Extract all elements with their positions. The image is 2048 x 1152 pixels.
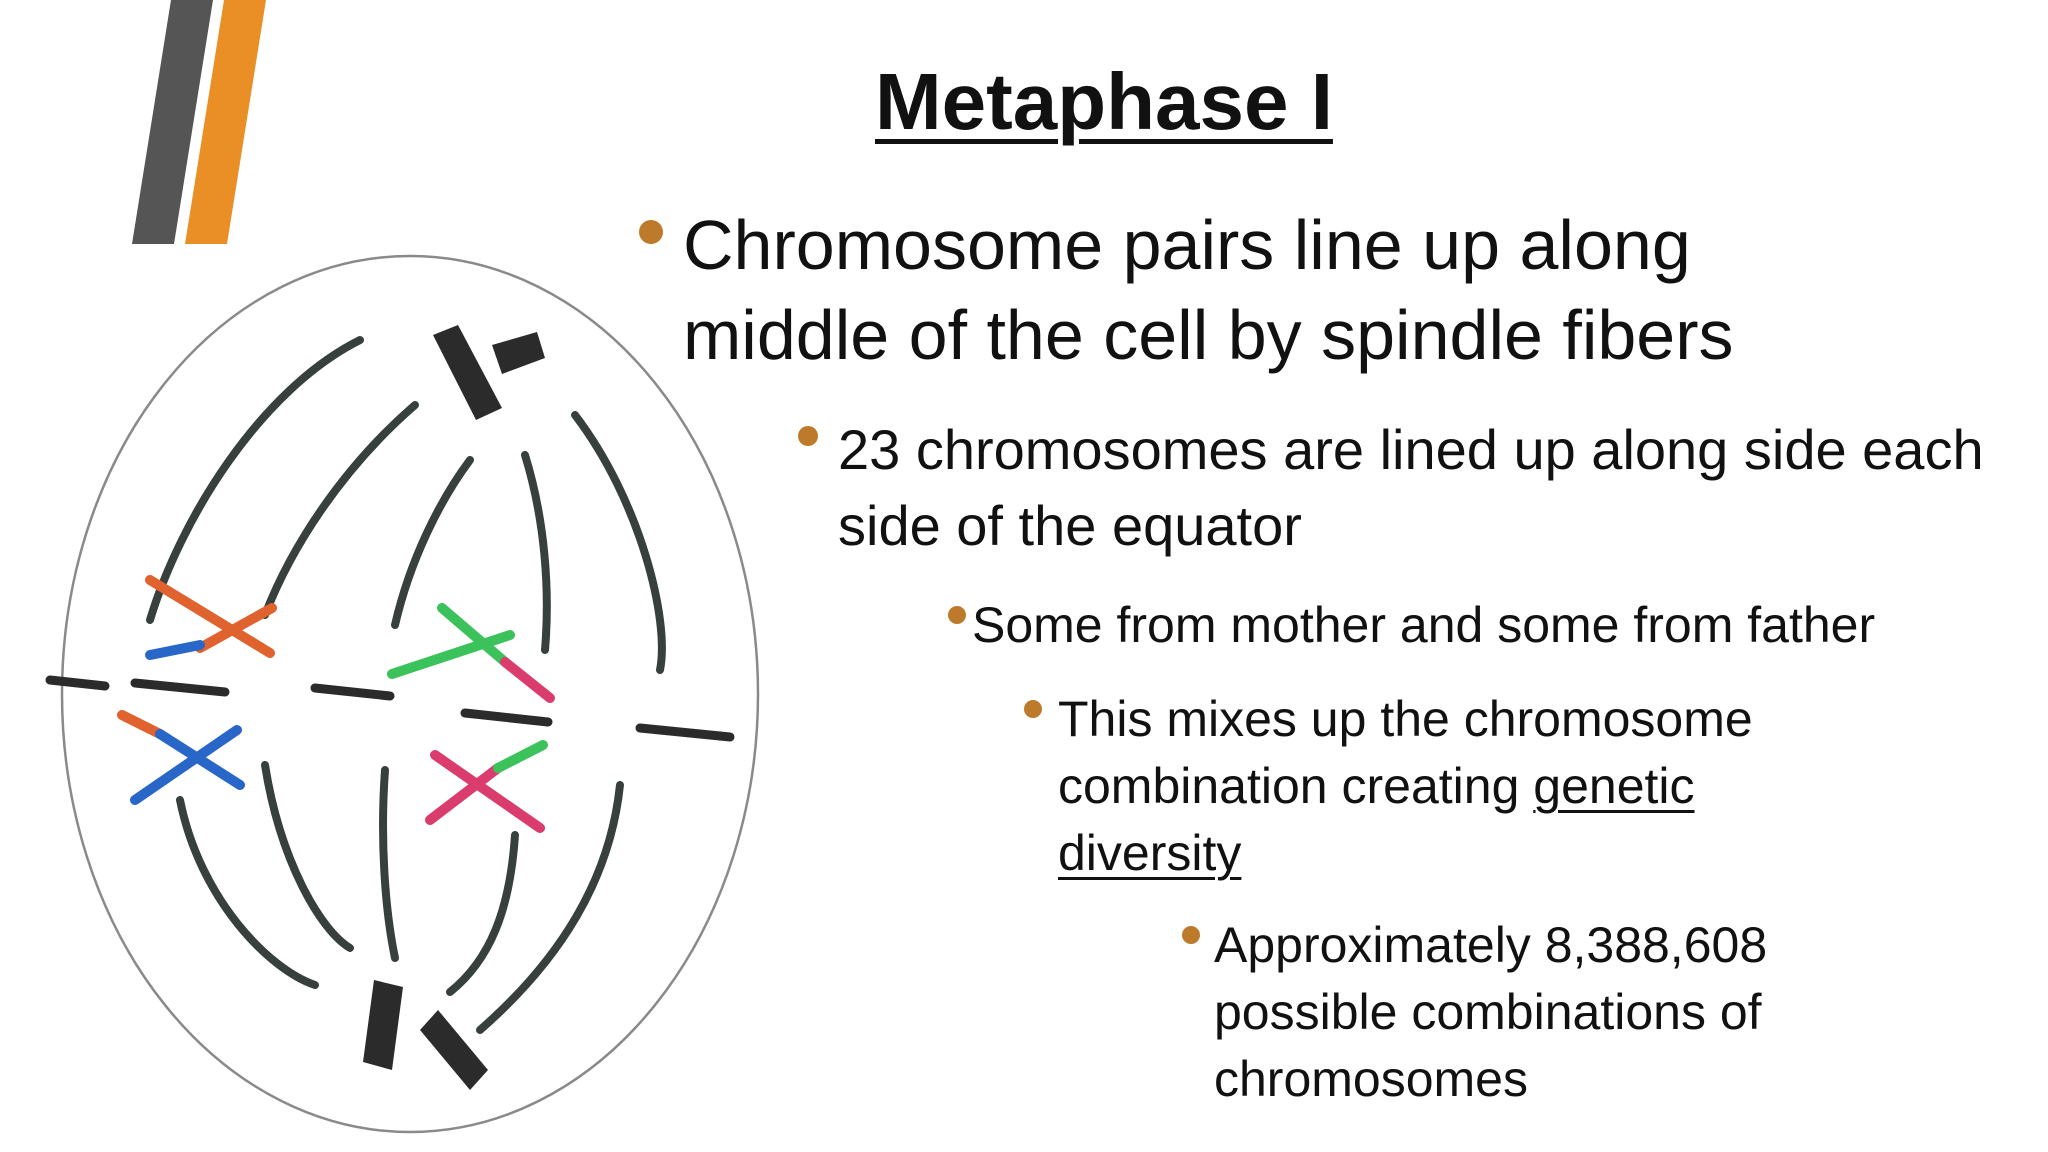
- bullet-level-3: Some from mother and some from father: [948, 592, 2032, 658]
- accent-bar-orange: [185, 0, 266, 244]
- slide-title: Metaphase I: [875, 57, 1333, 146]
- chromosome-pair-orange-blue-top: [145, 575, 277, 660]
- top-pole-chromosome-2: [492, 332, 545, 374]
- bullet-level-1: Chromosome pairs line up along middle of…: [639, 200, 1883, 380]
- chromosome-pair-orange-blue-bottom: [117, 710, 245, 805]
- bullet-text: Approximately 8,388,608 possible combina…: [1214, 917, 1768, 1107]
- bullet-level-2: 23 chromosomes are lined up along side e…: [798, 412, 2018, 564]
- bullet-level-5: Approximately 8,388,608 possible combina…: [1182, 912, 1894, 1113]
- top-pole-chromosomes: [433, 325, 545, 420]
- spindle-fibers-bottom: [176, 761, 624, 1034]
- bullet-dot: [798, 426, 818, 446]
- equator-chromosomes: [45, 675, 735, 742]
- bullet-dot: [1024, 700, 1042, 718]
- bottom-pole-chromosome-2: [420, 1010, 488, 1090]
- bullet-text-prefix: This mixes up the chromosome combination…: [1058, 691, 1753, 814]
- chromosome-pair-pink-green: [425, 740, 548, 833]
- accent-bars: [132, 0, 266, 244]
- bullet-level-4: This mixes up the chromosome combination…: [1024, 686, 1818, 887]
- bullet-text: This mixes up the chromosome combination…: [1058, 686, 1818, 887]
- bullet-text: Chromosome pairs line up along middle of…: [683, 206, 1734, 374]
- bullet-dot: [639, 220, 663, 244]
- metaphase-cell-diagram: [45, 254, 760, 1134]
- bullet-dot: [1182, 926, 1200, 944]
- accent-bar-gray: [132, 0, 213, 244]
- bottom-pole-chromosome-1: [363, 980, 403, 1070]
- bullet-dot: [948, 606, 966, 624]
- cell-membrane: [60, 254, 760, 1134]
- genetic-diversity-underlined: genetic diversity: [1058, 758, 1695, 881]
- bullet-text: 23 chromosomes are lined up along side e…: [838, 418, 1984, 557]
- bullet-text: Some from mother and some from father: [972, 597, 1876, 653]
- bottom-pole-chromosomes: [363, 980, 488, 1090]
- chromosome-pair-green-pink: [387, 603, 555, 703]
- spindle-fibers-top: [146, 336, 666, 674]
- top-pole-chromosome-1: [433, 325, 502, 420]
